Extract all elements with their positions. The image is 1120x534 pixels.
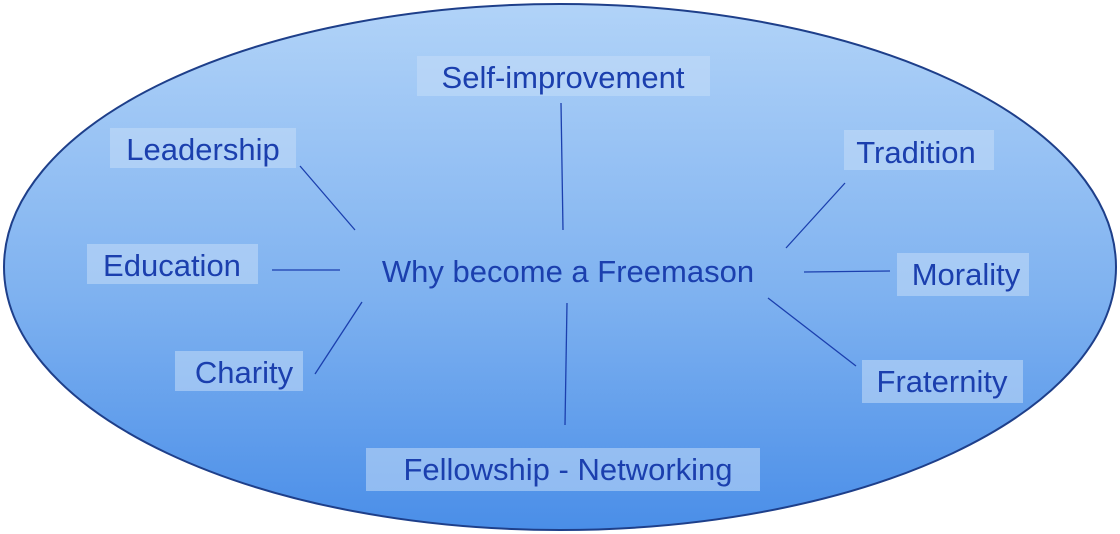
reason-fraternity: Fraternity xyxy=(877,364,1008,399)
reason-charity: Charity xyxy=(195,355,294,390)
label-box-charity xyxy=(175,351,303,391)
label-box-education xyxy=(87,244,258,284)
connector-tradition xyxy=(785,182,846,249)
connector-fellowship xyxy=(564,302,568,426)
label-box-fraternity xyxy=(862,360,1023,403)
reason-self-improvement: Self-improvement xyxy=(442,60,685,95)
connector-self-improvement xyxy=(560,102,564,231)
label-box-fellowship xyxy=(366,448,760,491)
reason-fellowship: Fellowship - Networking xyxy=(403,452,732,487)
reason-education: Education xyxy=(103,248,241,283)
connector-charity xyxy=(314,301,363,375)
reason-tradition: Tradition xyxy=(856,135,975,170)
label-box-morality xyxy=(897,253,1029,296)
label-box-self-improvement xyxy=(417,56,710,96)
label-box-tradition xyxy=(844,130,994,170)
reason-leadership: Leadership xyxy=(126,132,279,167)
connector-morality xyxy=(803,270,891,273)
connector-leadership xyxy=(299,165,356,231)
center-question: Why become a Freemason xyxy=(382,254,754,289)
reason-morality: Morality xyxy=(912,257,1021,292)
label-box-leadership xyxy=(110,128,296,168)
connector-fraternity xyxy=(767,297,857,367)
